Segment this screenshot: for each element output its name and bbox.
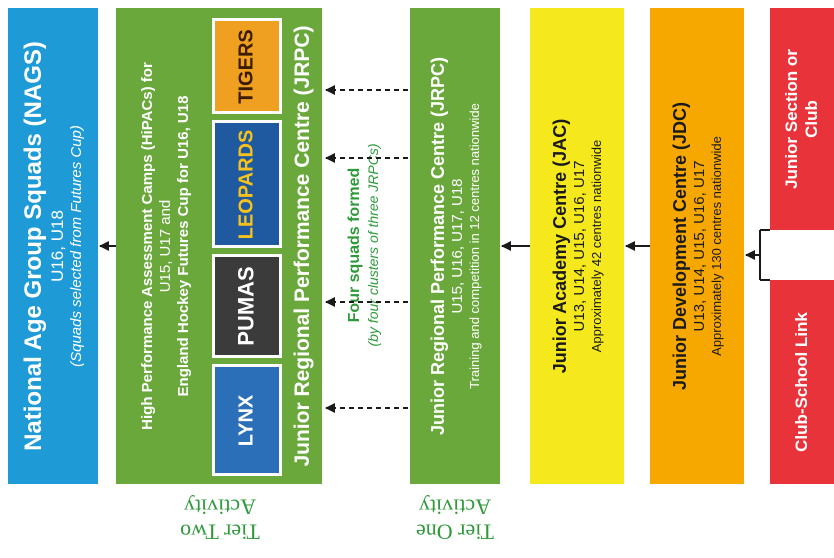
logo-tigers: TIGERS bbox=[212, 18, 282, 114]
jac-box: Junior Academy Centre (JAC) U13, U14, U1… bbox=[530, 8, 624, 484]
logo-leopards: LEOPARDS bbox=[212, 120, 282, 248]
junior-section-box: Junior Section or Club bbox=[770, 8, 834, 230]
logo-lynx: LYNX bbox=[212, 364, 282, 476]
hipac-box: High Performance Assessment Camps (HiPAC… bbox=[116, 8, 322, 484]
nags-box: National Age Group Squads (NAGS) U16, U1… bbox=[8, 8, 98, 484]
logo-pumas: PUMAS bbox=[212, 254, 282, 358]
jrpc-box: Junior Regional Performance Centre (JRPC… bbox=[410, 8, 500, 484]
club-school-box: Club-School Link bbox=[770, 280, 834, 484]
jdc-box: Junior Development Centre (JDC) U13, U14… bbox=[650, 8, 744, 484]
